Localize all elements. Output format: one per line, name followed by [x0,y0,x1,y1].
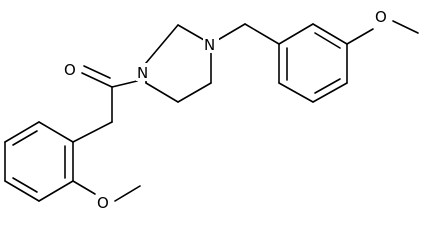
structure-canvas: N N O O O [4,7,419,212]
bond [392,20,419,34]
bond [38,121,74,143]
bond [111,80,138,88]
bond [312,23,348,45]
bond [278,23,314,45]
bond [312,82,348,103]
bond [145,82,179,103]
bond [4,121,40,143]
bond [346,28,374,45]
atom-labels: N N O O O [63,7,392,212]
atom-label-methoxy-oxygen-bottom: O [97,194,109,212]
bond [72,180,96,195]
bond [81,72,113,88]
bond [244,23,280,45]
atom-label-n-left: N [137,64,148,82]
bond [177,82,212,103]
bond [12,177,38,193]
bond [72,121,113,143]
bond [278,82,314,103]
bond [83,65,111,79]
bond [4,180,40,202]
bond [12,130,38,146]
atom-label-carbonyl-oxygen: O [64,61,76,79]
atom-label-n-right: N [204,36,215,54]
molecule-drawing: N N O O O [4,7,419,212]
bond [314,78,341,94]
bond [114,185,141,202]
atom-label-methoxy-oxygen-top: O [375,8,387,26]
bond [314,32,341,49]
bond [145,24,179,64]
bond [38,180,74,202]
